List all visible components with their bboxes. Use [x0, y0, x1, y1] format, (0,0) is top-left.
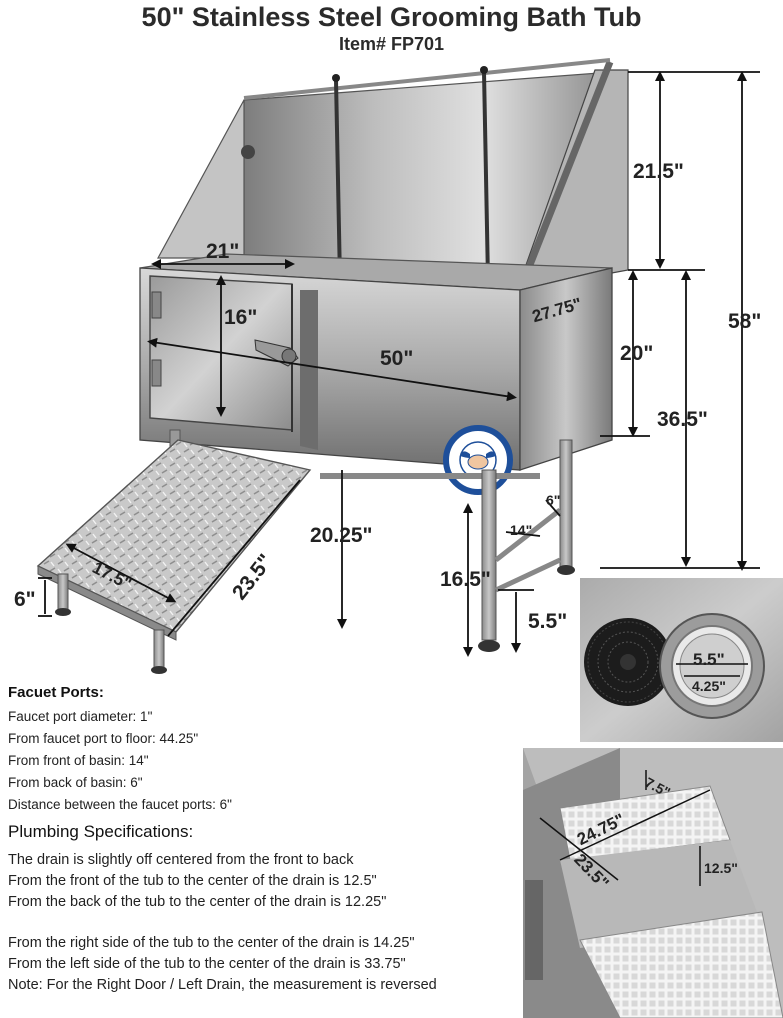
dim-14: 14" — [510, 522, 533, 538]
dim-6-ramp: 6" — [14, 588, 36, 611]
faucet-line: Distance between the faucet ports: 6" — [8, 797, 232, 812]
dim-16: 16" — [224, 306, 258, 329]
item-number: Item# FP701 — [338, 34, 445, 54]
plumbing-line: From the left side of the tub to the cen… — [8, 956, 406, 972]
dim-58: 58" — [728, 310, 762, 333]
dim-50: 50" — [380, 347, 414, 370]
plumbing-heading: Plumbing Specifications: — [8, 822, 194, 841]
plumbing-line: The drain is slightly off centered from … — [8, 852, 354, 868]
dim-36-5: 36.5" — [657, 408, 708, 431]
faucet-line: From front of basin: 14" — [8, 753, 149, 768]
plumbing-note: Note: For the Right Door / Left Drain, t… — [8, 977, 437, 993]
faucet-ports-heading: Facuet Ports: — [8, 684, 104, 701]
page-title: 50" Stainless Steel Grooming Bath Tub — [141, 2, 642, 32]
plumbing-line: From the front of the tub to the center … — [8, 873, 377, 889]
dim-6-port: 6" — [546, 492, 561, 508]
grate-inset-photo — [523, 748, 783, 1018]
faucet-line: From faucet port to floor: 44.25" — [8, 731, 199, 746]
faucet-line: Faucet port diameter: 1" — [8, 709, 153, 724]
grate-dim-12-5: 12.5" — [704, 860, 738, 876]
faucet-line: From back of basin: 6" — [8, 775, 143, 790]
dim-5-5-leg: 5.5" — [528, 610, 568, 633]
dim-20-25: 20.25" — [310, 524, 373, 547]
dim-21: 21" — [206, 240, 240, 263]
dim-16-5: 16.5" — [440, 568, 491, 591]
drain-inset-photo — [580, 578, 783, 742]
dim-20: 20" — [620, 342, 654, 365]
flying-pig-logo — [443, 425, 513, 495]
plumbing-line: From the back of the tub to the center o… — [8, 894, 387, 910]
drain-outer-diameter: 5.5" — [693, 650, 725, 669]
dim-21-5: 21.5" — [633, 160, 684, 183]
drain-inner-diameter: 4.25" — [692, 678, 726, 694]
plumbing-line: From the right side of the tub to the ce… — [8, 935, 415, 951]
